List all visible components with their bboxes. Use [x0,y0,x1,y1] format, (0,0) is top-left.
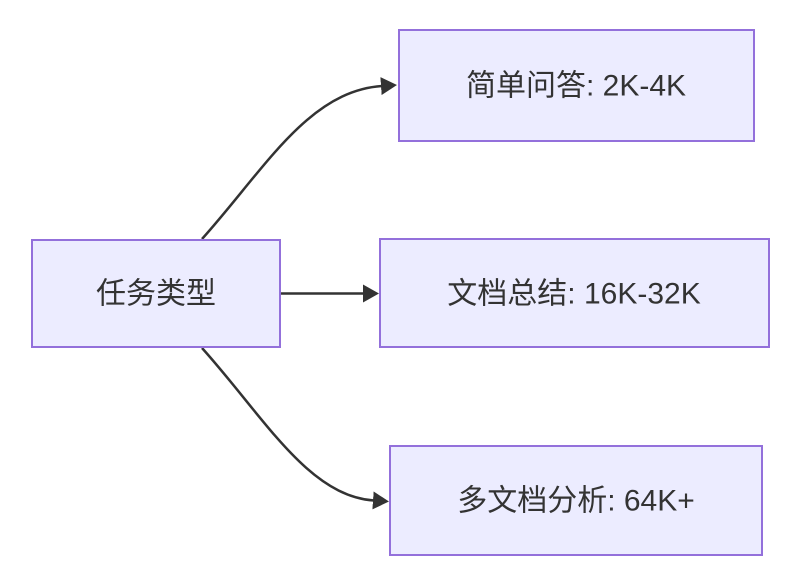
node-doc-summary: 文档总结: 16K-32K [379,238,770,348]
node-multi-doc-label: 多文档分析: 64K+ [457,485,695,518]
node-simple-qa: 简单问答: 2K-4K [398,29,755,142]
node-multi-doc-box [389,445,763,556]
node-doc-summary-box [379,238,770,348]
node-task-type-label: 任务类型 [96,278,216,311]
node-task-type-box [31,239,281,348]
node-task-type: 任务类型 [31,239,281,348]
node-multi-doc: 多文档分析: 64K+ [389,445,763,556]
node-simple-qa-label: 简单问答: 2K-4K [466,70,686,103]
edge-task-type-to-simple-qa [201,77,397,240]
edge-task-type-to-multi-doc [201,347,389,510]
node-doc-summary-label: 文档总结: 16K-32K [447,278,700,311]
node-simple-qa-box [398,29,755,142]
edge-group [201,77,397,510]
